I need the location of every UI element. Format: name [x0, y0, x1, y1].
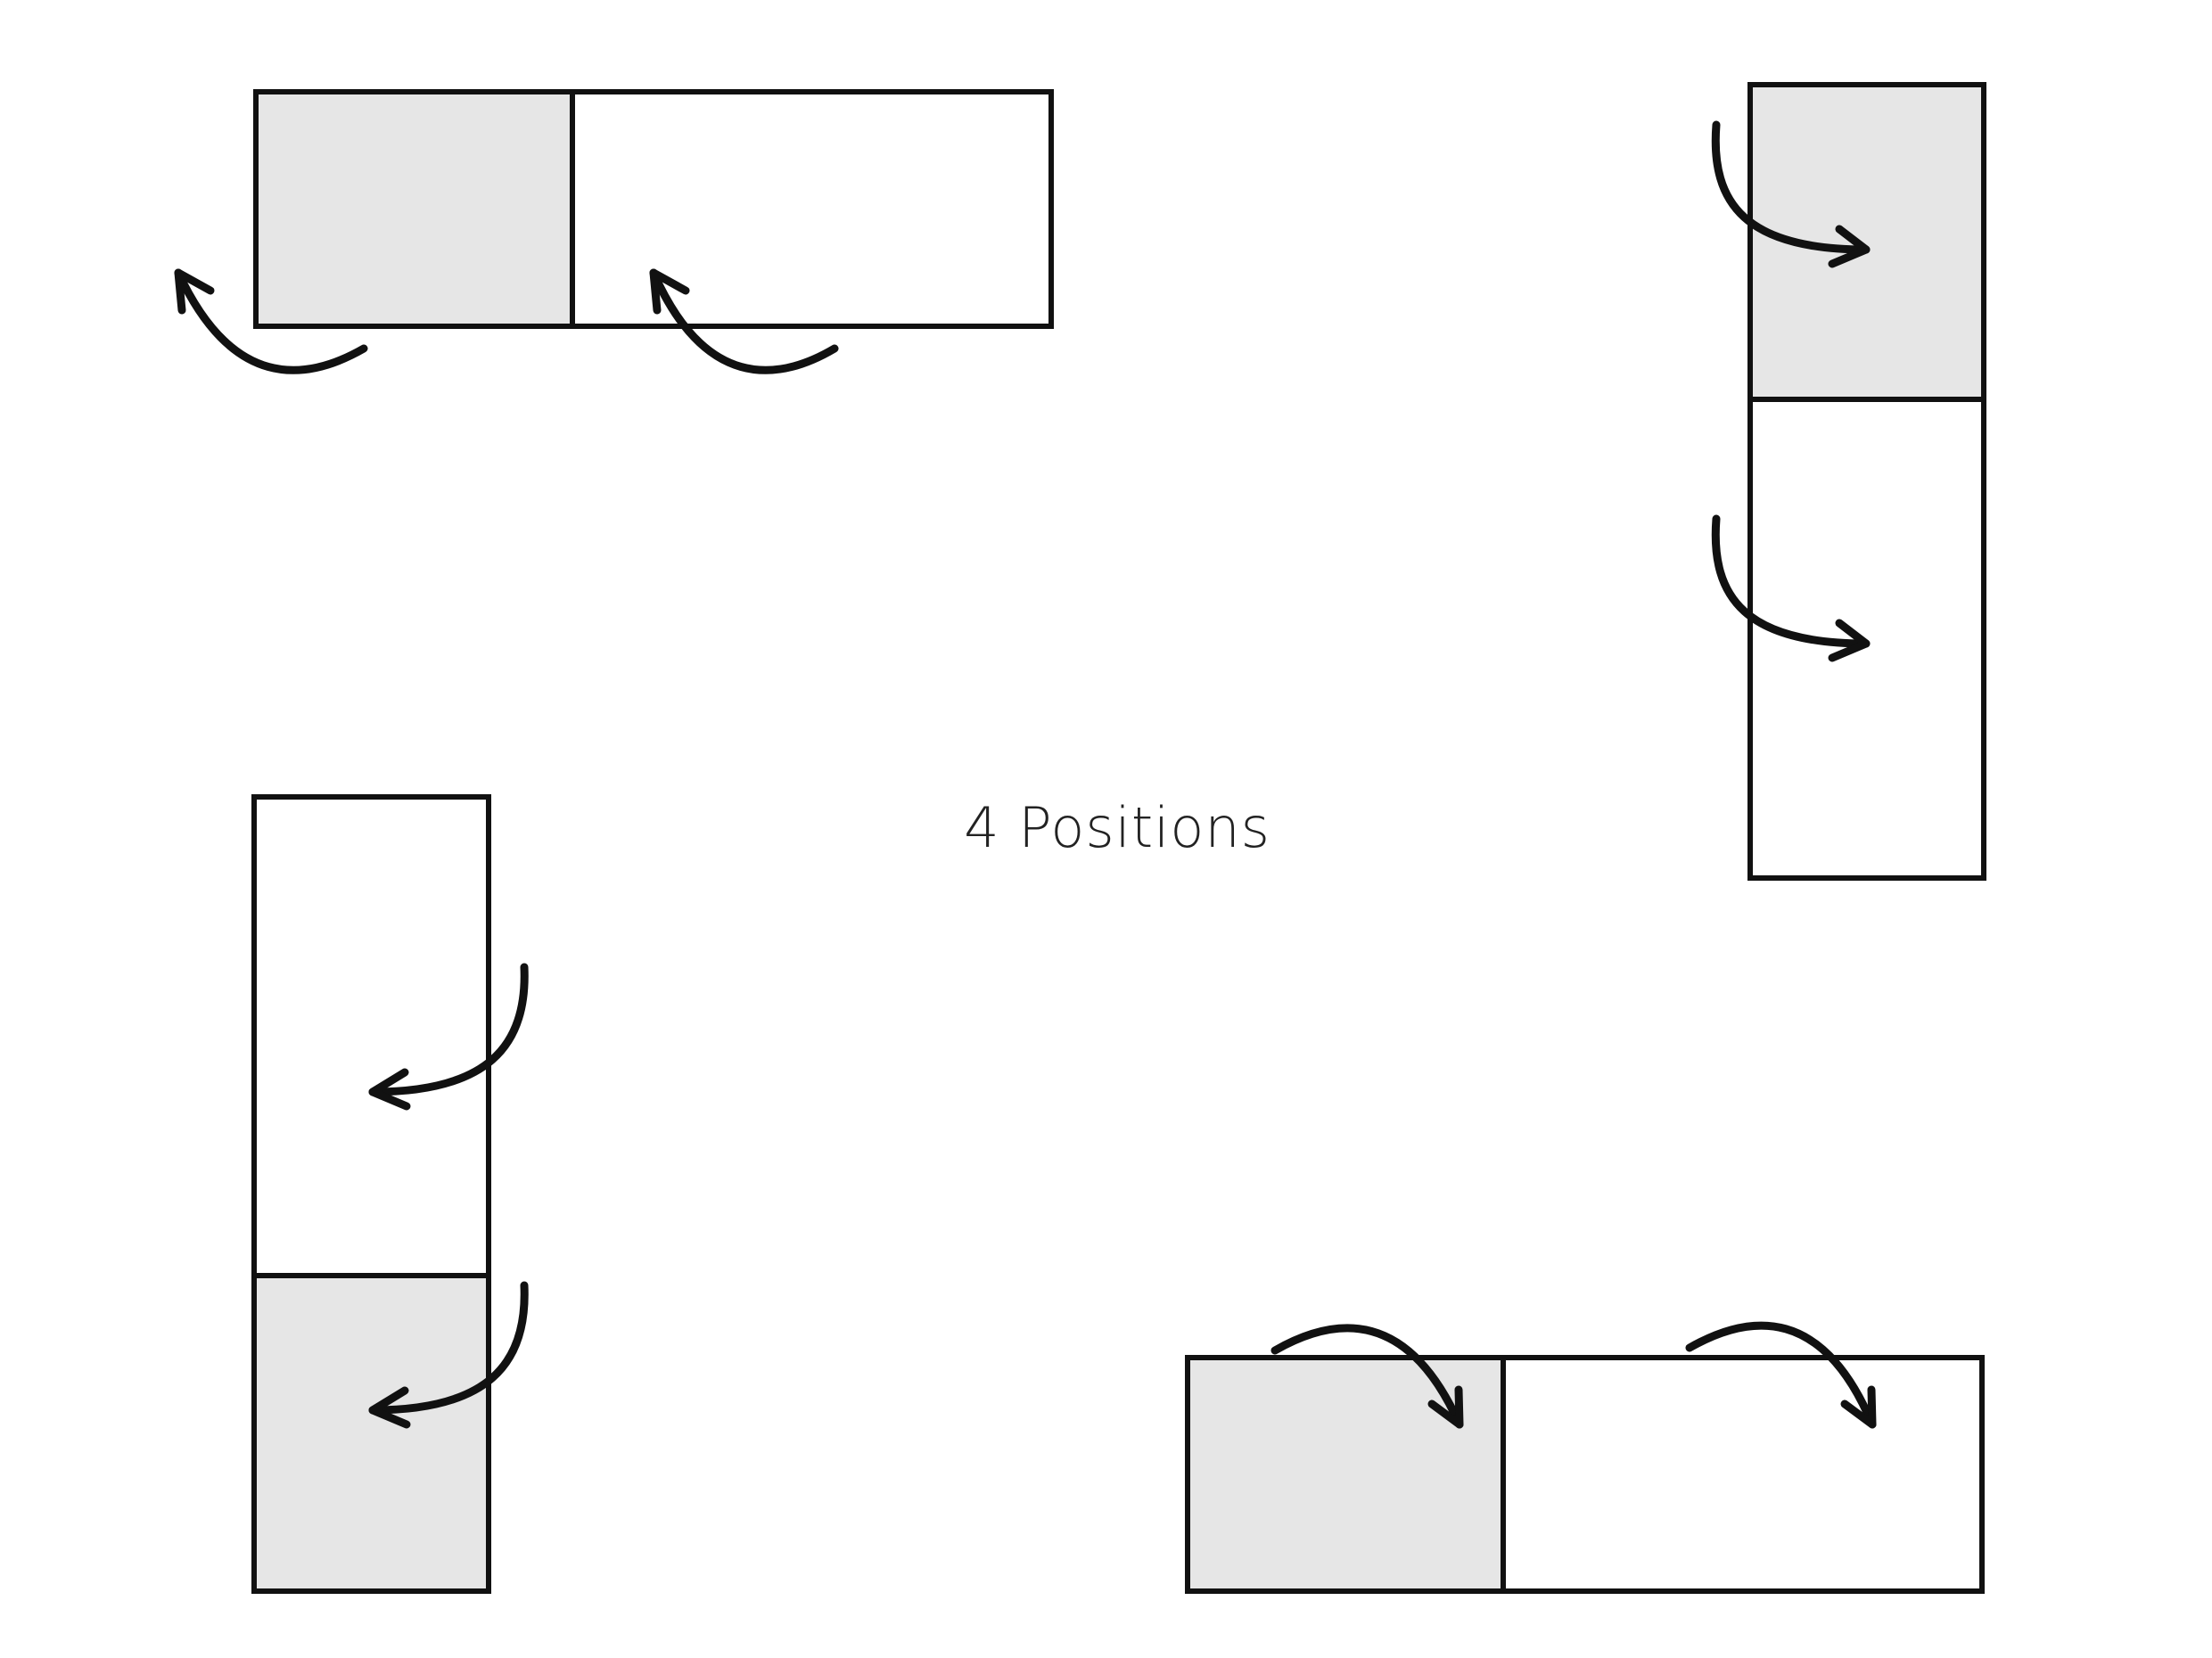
curved-arrow-icon — [1711, 120, 1871, 268]
curved-arrow-icon — [1685, 1321, 1877, 1429]
position-bottom-left — [251, 794, 529, 1594]
position-bottom-right — [1185, 1321, 1985, 1594]
panel-shaded — [253, 89, 575, 329]
curved-arrow-icon — [368, 1281, 529, 1429]
position-top-right — [1711, 82, 1986, 881]
curved-arrow-icon — [368, 963, 529, 1111]
curved-arrow-icon — [1711, 514, 1871, 662]
panel-shaded — [251, 1273, 491, 1594]
curved-arrow-icon — [1270, 1324, 1464, 1429]
panel-plain — [1747, 397, 1986, 881]
panel-plain — [1501, 1355, 1985, 1594]
curved-arrow-icon — [174, 268, 368, 374]
panel-plain — [570, 89, 1054, 329]
position-top-left — [174, 89, 1054, 374]
panel-plain — [251, 794, 491, 1278]
curved-arrow-icon — [649, 268, 839, 374]
panel-shaded — [1185, 1355, 1506, 1594]
center-label: 4 Positions — [964, 795, 1270, 860]
